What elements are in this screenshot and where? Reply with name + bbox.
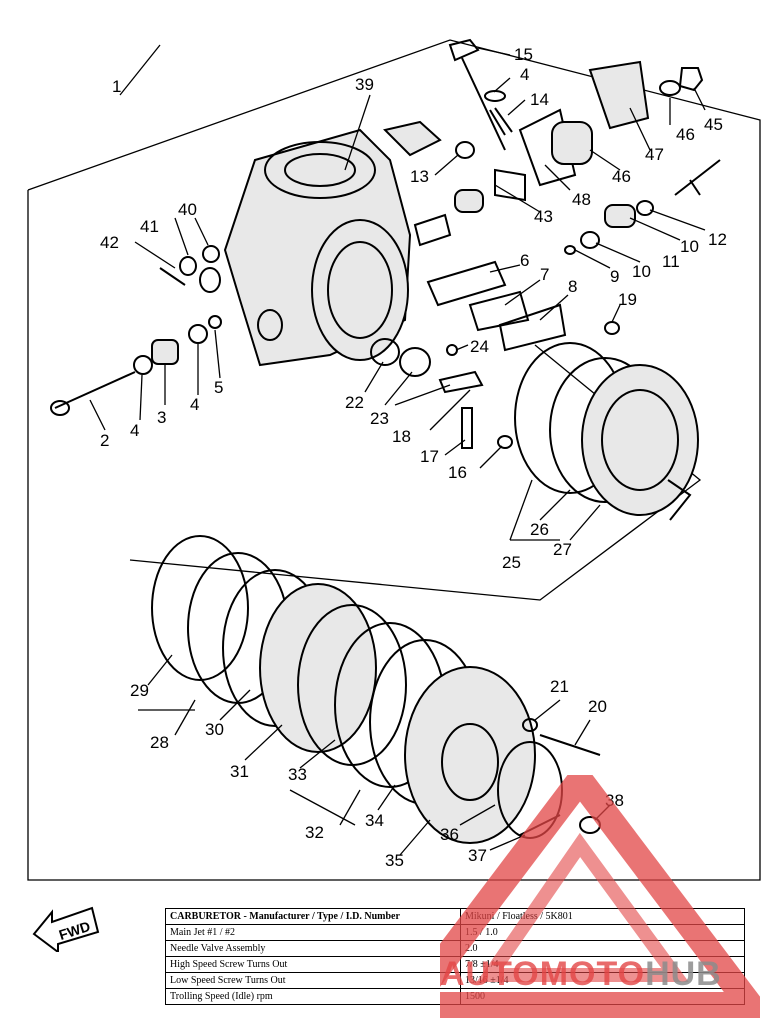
callout-5: 5 <box>214 378 223 397</box>
callout-41: 41 <box>140 217 159 236</box>
callout-4b: 4 <box>190 395 199 414</box>
callout-15: 15 <box>514 45 533 64</box>
callout-28: 28 <box>150 733 169 752</box>
callout-26: 26 <box>530 520 549 539</box>
callout-22: 22 <box>345 393 364 412</box>
callout-27: 27 <box>553 540 572 559</box>
callout-39: 39 <box>355 75 374 94</box>
spec-label: Trolling Speed (Idle) rpm <box>165 988 461 1005</box>
callout-36: 36 <box>440 825 459 844</box>
fuel-pump-cover-assembly <box>129 342 702 601</box>
callout-4c: 4 <box>520 65 529 84</box>
callout-46b: 46 <box>612 167 631 186</box>
callout-18: 18 <box>392 427 411 446</box>
callout-31: 31 <box>230 762 249 781</box>
callout-40: 40 <box>178 200 197 219</box>
callout-20: 20 <box>588 697 607 716</box>
callout-32: 32 <box>305 823 324 842</box>
callout-9: 9 <box>610 267 619 286</box>
callout-2: 2 <box>100 431 109 450</box>
spec-label: High Speed Screw Turns Out <box>165 956 461 973</box>
callout-23: 23 <box>370 409 389 428</box>
callout-1: 1 <box>112 77 121 96</box>
callout-25: 25 <box>502 553 521 572</box>
callout-14: 14 <box>530 90 549 109</box>
carburetor-body <box>199 128 412 367</box>
callout-43: 43 <box>534 207 553 226</box>
callout-11: 11 <box>662 252 680 271</box>
callout-48: 48 <box>572 190 591 209</box>
callout-33: 33 <box>288 765 307 784</box>
callout-12: 12 <box>708 230 727 249</box>
callout-24: 24 <box>470 337 489 356</box>
callout-8: 8 <box>568 277 577 296</box>
callout-13: 13 <box>410 167 429 186</box>
fwd-arrow-icon: FWD <box>32 906 100 952</box>
throttle-linkage-parts <box>383 38 721 255</box>
callout-34: 34 <box>365 811 384 830</box>
callout-30: 30 <box>205 720 224 739</box>
assembly-frame <box>27 39 761 881</box>
callout-3: 3 <box>157 408 166 427</box>
callout-19: 19 <box>618 290 637 309</box>
callout-4a: 4 <box>130 421 139 440</box>
callout-45: 45 <box>704 115 723 134</box>
mixture-screw-parts <box>50 245 222 416</box>
callout-16: 16 <box>448 463 467 482</box>
spec-label: Needle Valve Assembly <box>165 940 461 957</box>
callout-37: 37 <box>468 846 487 865</box>
callout-7: 7 <box>540 265 549 284</box>
callout-35: 35 <box>385 851 404 870</box>
watermark-logo-icon <box>440 775 760 1018</box>
callout-21: 21 <box>550 677 569 696</box>
callout-10b: 10 <box>680 237 699 256</box>
spec-label: Low Speed Screw Turns Out <box>165 972 461 989</box>
callout-47: 47 <box>645 145 664 164</box>
watermark-text: AUTOMOTOHUB <box>440 955 722 994</box>
spec-label: Main Jet #1 / #2 <box>165 924 461 941</box>
watermark-text-part2: HUB <box>645 955 722 993</box>
spec-label: CARBURETOR - Manufacturer / Type / I.D. … <box>165 908 461 925</box>
callout-46a: 46 <box>676 125 695 144</box>
diaphragm-stack <box>151 535 601 844</box>
callout-42: 42 <box>100 233 119 252</box>
callout-labels: 1 2 3 4 4 4 5 6 7 8 9 10 10 11 12 13 14 … <box>100 45 727 870</box>
callout-29: 29 <box>130 681 149 700</box>
callout-17: 17 <box>420 447 439 466</box>
watermark-text-part1: AUTOMOTO <box>440 955 646 993</box>
callout-10a: 10 <box>632 262 651 281</box>
callout-6: 6 <box>520 251 529 270</box>
gasket-plates <box>370 260 620 449</box>
leader-lines <box>89 47 706 856</box>
